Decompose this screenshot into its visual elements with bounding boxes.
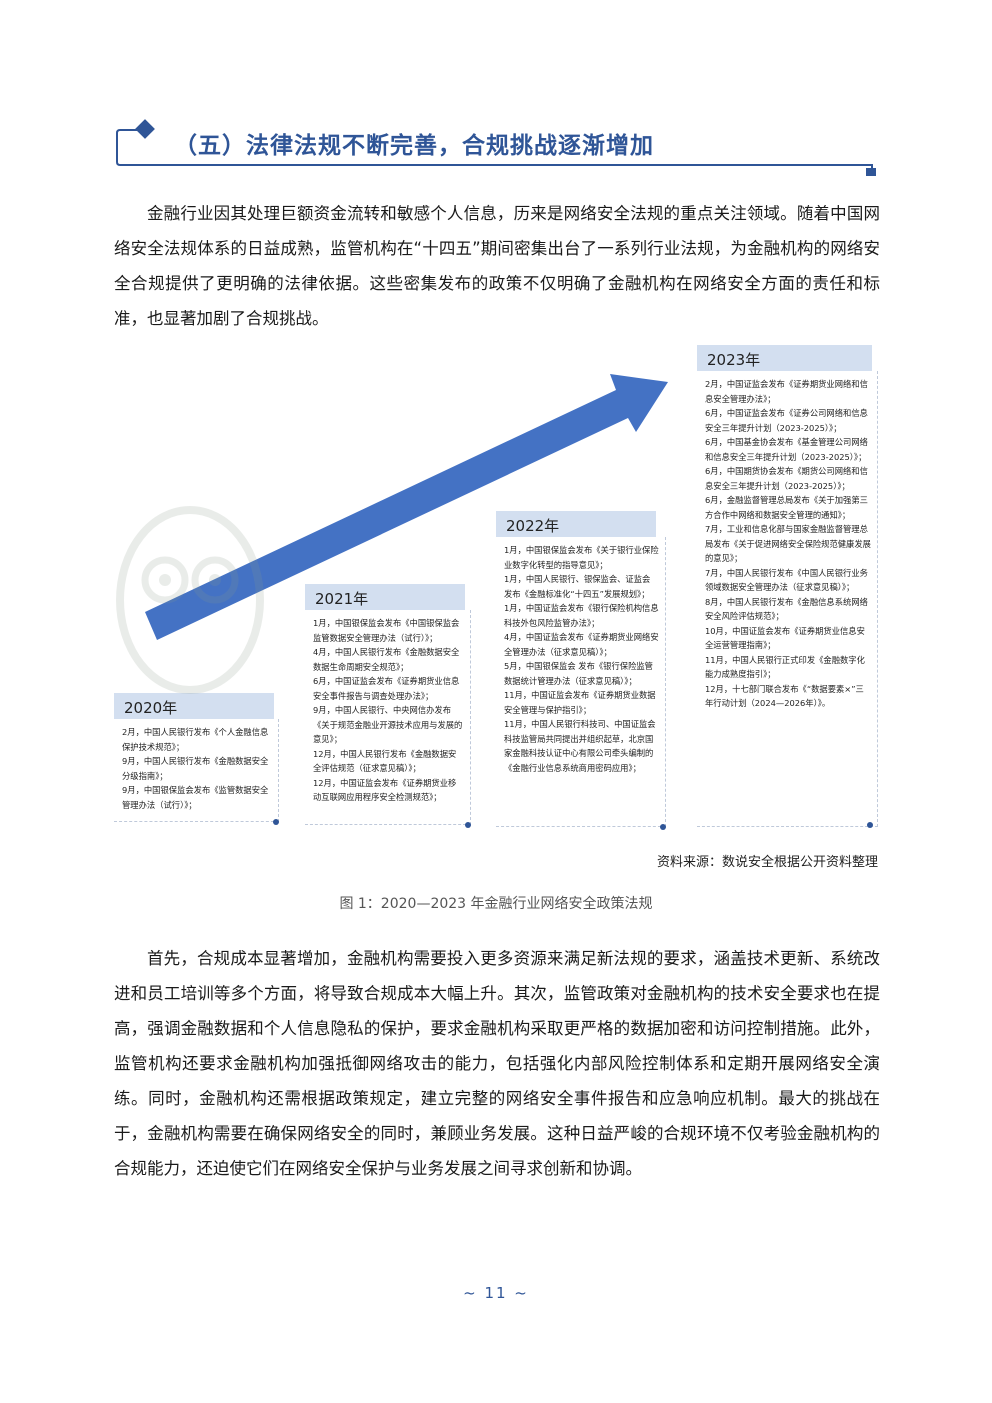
list-item: 4月，中国证监会发布《证券期货业网络安全管理办法（征求意见稿）》； — [504, 632, 659, 657]
section-heading: （五）法律法规不断完善，合规挑战逐渐增加 — [116, 118, 878, 176]
list-item: 11月，中国人民银行正式印发《金融数字化能力成熟度指引》； — [705, 654, 865, 680]
list-item: 1月，中国证监会发布《银行保险机构信息科技外包风险监管办法》； — [504, 603, 659, 628]
timeline-dot — [867, 822, 873, 828]
list-item: 9月，中国人民银行、中央网信办发布《关于规范金融业开源技术应用与发展的意见》； — [313, 705, 463, 744]
list-item: 6月，中国基金协会发布《基金管理公司网络和信息安全三年提升计划（2023-202… — [705, 437, 868, 462]
page-number: ~ 11 ~ — [463, 1284, 529, 1302]
list-item: 9月，中国银保监会发布《监管数据安全管理办法（试行）》； — [122, 785, 269, 810]
list-item: 11月，中国证监会发布《证券期货业数据安全管理与保护指引》； — [504, 690, 656, 715]
year-box-2020: 2月，中国人民银行发布《个人金融信息保护技术规范》； 9月，中国人民银行发布《金… — [114, 719, 279, 822]
list-item: 11月，中国人民银行科技司、中国证监会科技监管局共同提出并组织起草，北京国家金融… — [504, 719, 656, 773]
timeline-dot — [465, 822, 471, 828]
list-item: 12月，中国人民银行发布《金融数据安全评估规范（征求意见稿）》； — [313, 748, 457, 774]
list-item: 12月，中国证监会发布《证券期货业移动互联网应用程序安全检测规范》； — [313, 777, 457, 803]
list-item: 9月，中国人民银行发布《金融数据安全分级指南》； — [122, 756, 269, 781]
list-item: 6月，金融监督管理总局发布《关于加强第三方合作中网络和数据安全管理的通知》； — [705, 495, 868, 520]
list-item: 10月，中国证监会发布《证券期货业信息安全运营管理指南》； — [705, 625, 865, 651]
year-box-2021: 1月，中国银保监会发布《中国银保监会监管数据安全管理办法（试行）》； 4月，中国… — [305, 610, 471, 825]
list-item: 1月，中国银保监会发布《中国银保监会监管数据安全管理办法（试行）》； — [313, 618, 460, 643]
owl-watermark-icon — [116, 506, 264, 694]
section-title: （五）法律法规不断完善，合规挑战逐渐增加 — [174, 133, 654, 159]
list-item: 7月，工业和信息化部与国家金融监督管理总局发布《关于促进网络安全保险规范健康发展… — [705, 524, 871, 563]
year-label-2021: 2021年 — [305, 584, 465, 610]
analysis-paragraph: 首先，合规成本显著增加，金融机构需要投入更多资源来满足新法规的要求，涵盖技术更新… — [114, 949, 880, 1178]
list-item: 2月，中国证监会发布《证券期货业网络和信息安全管理办法》； — [705, 379, 868, 404]
intro-paragraph: 金融行业因其处理巨额资金流转和敏感个人信息，历来是网络安全法规的重点关注领域。随… — [114, 204, 880, 328]
timeline-dot — [660, 824, 666, 830]
list-item: 1月，中国人民银行、银保监会、证监会 发布《金融标准化“十四五”发展规划》； — [504, 574, 651, 599]
figure-source: 资料来源：数说安全根据公开资料整理 — [656, 855, 878, 870]
list-item: 4月，中国人民银行发布《金融数据安全数据生命周期安全规范》； — [313, 647, 460, 672]
heading-bracket-decoration — [116, 119, 876, 176]
list-item: 8月，中国人民银行发布《金融信息系统网络安全风险评估规范》； — [705, 596, 868, 622]
year-label-2020: 2020年 — [114, 693, 274, 719]
list-item: 7月，中国人民银行发布《中国人民银行业务领域数据安全管理办法（征求意见稿）》； — [705, 567, 868, 593]
list-item: 5月，中国银保监会 发布《银行保险监管数据统计管理办法（征求意见稿）》； — [504, 661, 653, 686]
year-label-2023: 2023年 — [697, 345, 872, 371]
list-item: 6月，中国证监会发布《证券公司网络和信息安全三年提升计划（2023-2025）》… — [705, 408, 868, 433]
year-box-2023: 2月，中国证监会发布《证券期货业网络和信息安全管理办法》； 6月，中国证监会发布… — [697, 371, 878, 827]
figure-caption: 图 1：2020—2023 年金融行业网络安全政策法规 — [339, 896, 653, 912]
list-item: 12月，十七部门联合发布《“数据要素×”三年行动计划（2024—2026年）》。 — [705, 683, 864, 709]
rising-arrow — [145, 374, 668, 640]
timeline-dot — [273, 819, 279, 825]
list-item: 6月，中国期货协会发布《期货公司网络和信息安全三年提升计划（2023-2025）… — [705, 466, 868, 491]
year-box-2022: 1月，中国银保监会发布《关于银行业保险业数字化转型的指导意见》； 1月，中国人民… — [496, 537, 666, 827]
list-item: 6月，中国证监会发布《证券期货业信息安全事件报告与调查处理办法》； — [313, 676, 460, 701]
list-item: 2月，中国人民银行发布《个人金融信息保护技术规范》； — [122, 727, 269, 752]
list-item: 1月，中国银保监会发布《关于银行业保险业数字化转型的指导意见》； — [504, 545, 659, 570]
year-label-2022: 2022年 — [496, 511, 656, 537]
